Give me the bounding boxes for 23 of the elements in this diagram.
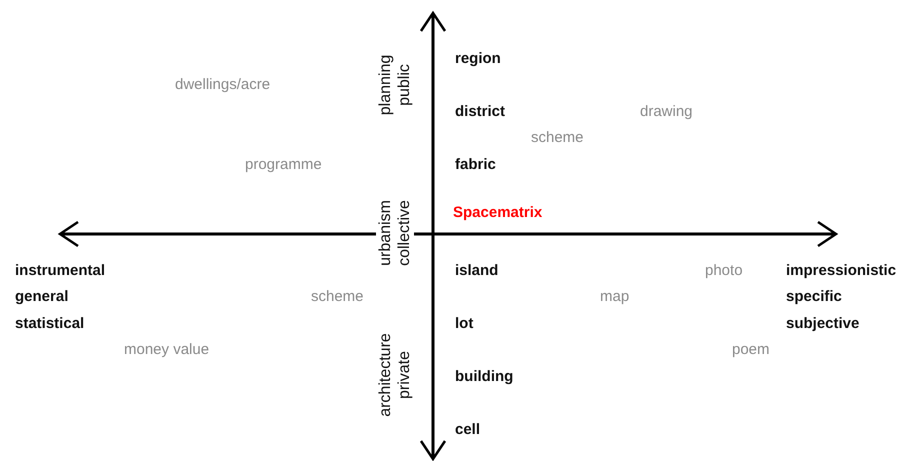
method-label: scheme — [311, 288, 364, 306]
scale-label: region — [455, 50, 501, 68]
method-label: drawing — [640, 103, 693, 121]
scale-label: lot — [455, 315, 474, 333]
method-label: programme — [245, 156, 322, 174]
axis-end-label: general — [15, 288, 68, 306]
scale-label: island — [455, 262, 498, 280]
method-label: map — [600, 288, 630, 306]
method-label: dwellings/acre — [175, 76, 270, 94]
axis-end-label: statistical — [15, 315, 84, 333]
method-label: poem — [732, 341, 770, 359]
axis-end-label: subjective — [786, 315, 860, 333]
method-label: scheme — [531, 129, 584, 147]
method-label: money value — [124, 341, 210, 359]
scale-label: district — [455, 103, 506, 121]
axis-end-label: specific — [786, 288, 842, 306]
axis-end-label: instrumental — [15, 262, 106, 280]
axis-end-label: impressionistic — [786, 262, 896, 280]
scale-label: building — [455, 368, 514, 386]
method-label: photo — [705, 262, 743, 280]
scale-label: fabric — [455, 156, 496, 174]
scale-label: cell — [455, 421, 480, 439]
highlight-label: Spacematrix — [453, 204, 542, 222]
